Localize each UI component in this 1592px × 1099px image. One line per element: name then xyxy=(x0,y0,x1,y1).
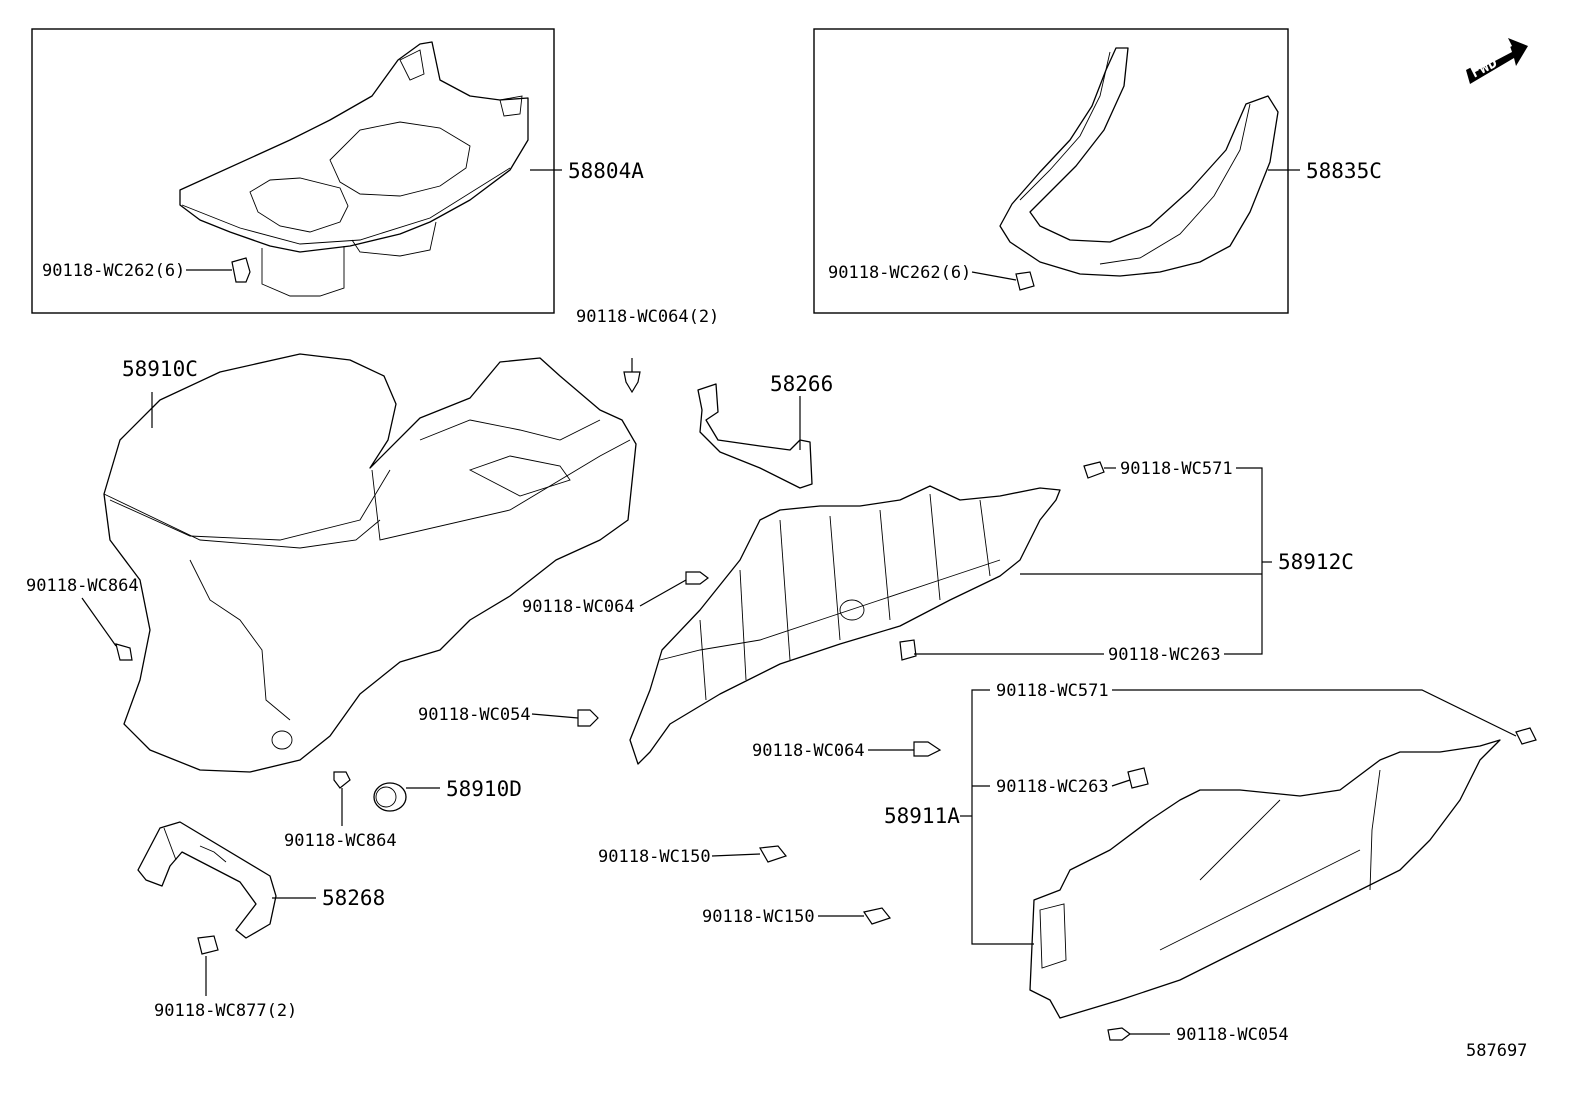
fwd-arrow-icon: FWD xyxy=(1466,38,1528,84)
part-58910C-console-box xyxy=(103,353,637,773)
callout-58911A: 58911A xyxy=(884,804,960,828)
part-58912C-side-panel xyxy=(629,485,1061,765)
screw-icon xyxy=(577,709,599,727)
part-58268-bracket xyxy=(137,821,277,939)
screw-icon xyxy=(333,771,351,789)
clip-icon xyxy=(1015,271,1035,291)
part-58804A-cup-holder-finisher xyxy=(179,41,529,297)
part-58911A-side-panel xyxy=(1029,739,1501,1019)
callout-58910D: 58910D xyxy=(446,777,522,801)
callout-90118-WC150-lower: 90118-WC150 xyxy=(702,907,815,927)
callout-90118-WC150-upper: 90118-WC150 xyxy=(598,847,711,867)
part-58835C-shift-finisher xyxy=(999,47,1279,277)
screw-icon xyxy=(115,643,133,661)
callout-90118-WC054-left: 90118-WC054 xyxy=(418,705,531,725)
callout-90118-WC054-bottom: 90118-WC054 xyxy=(1176,1025,1289,1045)
callout-90118-WC263-lower: 90118-WC263 xyxy=(996,777,1109,797)
screw-icon xyxy=(913,741,942,757)
screw-icon xyxy=(1107,1027,1131,1041)
bolt-icon xyxy=(1127,767,1149,789)
callout-90118-WC571-upper: 90118-WC571 xyxy=(1120,459,1233,479)
callout-90118-WC064-mid: 90118-WC064 xyxy=(522,597,635,617)
detail-frame-58804A xyxy=(31,28,555,314)
callout-90118-WC864-bottom: 90118-WC864 xyxy=(284,831,397,851)
callout-58835C: 58835C xyxy=(1306,159,1382,183)
callout-90118-WC877-2: 90118-WC877(2) xyxy=(154,1001,297,1021)
callout-90118-WC864-left: 90118-WC864 xyxy=(26,576,139,596)
drawing-number: 587697 xyxy=(1466,1041,1527,1061)
clip-nut-icon xyxy=(759,845,788,863)
grommet-icon xyxy=(1083,461,1105,479)
callout-58268: 58268 xyxy=(322,886,385,910)
nut-icon xyxy=(197,935,219,955)
part-58266-bracket xyxy=(697,383,813,489)
screw-icon xyxy=(685,571,709,585)
callout-58910C: 58910C xyxy=(122,357,198,381)
clip-icon xyxy=(231,257,251,283)
callout-90118-WC064-2: 90118-WC064(2) xyxy=(576,307,719,327)
callout-58266: 58266 xyxy=(770,372,833,396)
callout-58804A: 58804A xyxy=(568,159,644,183)
screw-icon xyxy=(623,358,641,394)
callout-90118-WC571-lower: 90118-WC571 xyxy=(996,681,1109,701)
callout-90118-WC263-upper: 90118-WC263 xyxy=(1108,645,1221,665)
bolt-icon xyxy=(899,639,917,661)
callout-90118-WC064-lower: 90118-WC064 xyxy=(752,741,865,761)
callout-90118-WC262-top-right: 90118-WC262(6) xyxy=(828,263,971,283)
grommet-icon xyxy=(1515,727,1537,745)
callout-58912C: 58912C xyxy=(1278,550,1354,574)
part-58910D-cap xyxy=(373,782,407,812)
callout-90118-WC262-top-left: 90118-WC262(6) xyxy=(42,261,185,281)
detail-frame-58835C xyxy=(813,28,1289,314)
clip-nut-icon xyxy=(863,907,892,925)
